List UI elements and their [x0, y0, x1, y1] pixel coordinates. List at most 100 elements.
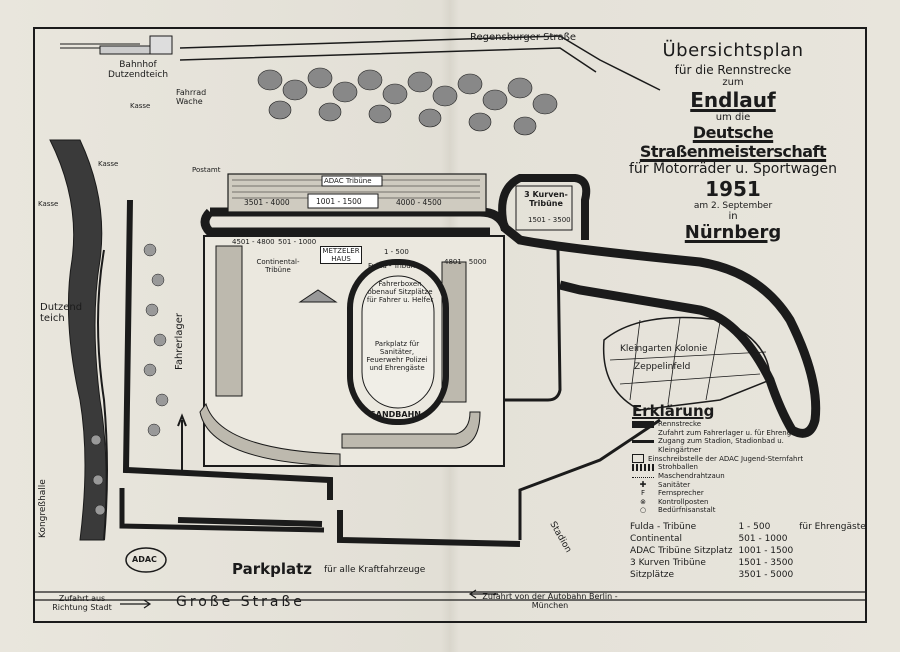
table-row: Continental 501 - 1000	[630, 534, 870, 544]
parking-bar-1	[177, 517, 323, 527]
track-symbol-icon	[632, 420, 654, 428]
seat-range: 3501 - 5000	[738, 570, 794, 580]
grosse-strasse-label: Große Straße	[176, 594, 305, 610]
legend-item: ⊗ Kontrollposten	[632, 498, 812, 507]
regensburger-strasse-label: Regensburger Straße	[470, 32, 577, 43]
title-line-2: für die Rennstrecke	[674, 63, 792, 77]
access-symbol-icon	[632, 439, 654, 443]
dutzendteich-label: Dutzend teich	[40, 302, 83, 324]
fahrerlager-corridor	[122, 199, 333, 500]
legend-item: Rennstrecke	[632, 420, 812, 429]
zeppelinfeld-label: Zeppelinfeld	[634, 362, 691, 372]
tree-belt-top	[257, 67, 558, 136]
straw-symbol-icon	[632, 464, 654, 472]
sandbahn-infield	[361, 275, 435, 409]
parkplatz-sanitaeter-label: Parkplatz für Sanitäter, Feuerwehr Poliz…	[366, 340, 428, 372]
parkplatz-label: Parkplatz	[232, 560, 312, 578]
title-meisterschaft: Deutsche Straßenmeisterschaft	[639, 123, 827, 161]
legend-item: ✚ Sanitäter	[632, 481, 812, 490]
phone-icon: F	[640, 488, 646, 497]
stand-southwest	[199, 402, 341, 467]
seat-name: ADAC Tribüne Sitzplatz	[630, 546, 733, 556]
title-line-3: zum	[722, 77, 744, 88]
legend-item: Zufahrt zum Fahrerlager u. für Ehrengäst…	[632, 429, 812, 455]
bahnhof-label: Bahnhof Dutzendteich	[108, 60, 169, 80]
legend-item-label: Maschendrahtzaun	[658, 471, 725, 480]
seat-range: 1 - 500	[738, 522, 771, 532]
parking-boundary-west	[119, 488, 325, 533]
zufahrt-autobahn-label: Zufahrt von der Autobahn Berlin - Münche…	[482, 592, 618, 610]
postamt-label: Postamt	[192, 166, 221, 174]
fahrerlager-label: Fahrerlager	[174, 313, 185, 370]
legend-item: F Fernsprecher	[632, 489, 812, 498]
seat-name: 3 Kurven Tribüne	[630, 558, 706, 568]
title-city: Nürnberg	[684, 222, 782, 243]
kleingarten-label: Kleingarten Kolonie	[620, 344, 708, 354]
fence-symbol-icon	[632, 474, 654, 479]
kongresshalle-label: Kongreßhalle	[38, 479, 48, 538]
legend-item: ○ Bedürfnisanstalt	[632, 506, 812, 515]
adac-logo-ring	[125, 547, 167, 573]
continental-stand	[215, 245, 243, 397]
sandbahn-track	[347, 259, 449, 425]
block-1001-label: 1001 - 1500	[316, 197, 362, 206]
metzeler-haus-label: METZELER HAUS	[320, 246, 362, 264]
fahrerboxen-label: Fahrerboxen obenauf Sitzplätze für Fahre…	[366, 280, 434, 304]
seat-range: 1001 - 1500	[738, 546, 794, 556]
bahnhof-building	[149, 35, 173, 55]
wc-icon: ○	[639, 506, 647, 515]
sandbahn-label: SANDBAHN	[370, 410, 421, 419]
title-endlauf: Endlauf	[690, 88, 776, 112]
continental-tribuene-label: Continental-Tribüne	[256, 258, 300, 274]
race-track-start	[200, 208, 490, 237]
block-1-label: 1 - 500	[384, 248, 409, 256]
title-year: 1951	[705, 177, 761, 201]
adac-logo-text: ADAC	[132, 555, 157, 564]
legend-item-label: Kontrollposten	[658, 497, 709, 506]
legend-item: Einschreibstelle der ADAC Jugend-Sternfa…	[632, 454, 812, 464]
fahrrad-wache-label: Fahrrad Wache	[176, 88, 207, 106]
seat-name: Continental	[630, 534, 683, 544]
legend-item-label: Sanitäter	[658, 480, 691, 489]
seat-range: 501 - 1000	[738, 534, 788, 544]
regensburger-road-edge	[179, 35, 661, 91]
table-row: 3 Kurven Tribüne 1501 - 3500	[630, 558, 870, 568]
legend-item-label: Bedürfnisanstalt	[658, 506, 716, 515]
legend-item: Maschendrahtzaun	[632, 472, 812, 481]
legend-title: Erklärung	[632, 402, 715, 420]
drei-kurven-label: 3 Kurven-Tribüne	[524, 190, 568, 208]
parking-bar-2	[337, 510, 521, 547]
medic-cross-icon: ✚	[639, 480, 647, 490]
block-4501-label: 4501 - 4800	[232, 238, 275, 246]
legend-item-label: Einschreibstelle der ADAC Jugend-Sternfa…	[648, 454, 804, 463]
title-date: am 2. September	[693, 201, 773, 211]
block-3501-label: 3501 - 4000	[244, 198, 290, 207]
legend-item-label: Strohballen	[658, 463, 698, 472]
seat-range: 1501 - 3500	[738, 558, 794, 568]
three-curves-loop	[498, 174, 591, 240]
title-line-7: für Motorräder u. Sportwagen	[628, 161, 838, 177]
seat-note: für Ehrengäste	[799, 522, 866, 532]
track-return	[492, 249, 562, 402]
block-1001-box	[307, 193, 379, 209]
parkplatz-sub-label: für alle Kraftfahrzeuge	[324, 565, 426, 575]
legend-item-label: Fernsprecher	[658, 489, 704, 498]
legend-item: Strohballen	[632, 463, 812, 472]
table-row: ADAC Tribüne Sitzplatz 1001 - 1500	[630, 546, 870, 556]
fulda-tribuene-label: Fulda - Tribüne	[368, 262, 420, 270]
title-line-1: Übersichtsplan	[662, 40, 804, 61]
block-501-label: 501 - 1000	[278, 238, 317, 246]
entry-symbol-icon	[632, 454, 644, 464]
title-line-5: um die	[715, 112, 751, 123]
block-4801-label: 4801 - 5000	[444, 258, 487, 266]
kasse-label-3: Kasse	[38, 200, 59, 208]
legend: Erklärung Rennstrecke Zufahrt zum Fahrer…	[632, 402, 812, 515]
adac-tribuene-label: ADAC Tribüne	[324, 177, 372, 185]
zufahrt-autobahn-arrow	[468, 589, 498, 599]
seating-table: Fulda - Tribüne 1 - 500 für Ehrengäste C…	[628, 520, 872, 582]
adac-tribune-box	[321, 175, 383, 187]
kleingarten-grid	[602, 316, 771, 411]
table-row: Sitzplätze 3501 - 5000	[630, 570, 870, 580]
